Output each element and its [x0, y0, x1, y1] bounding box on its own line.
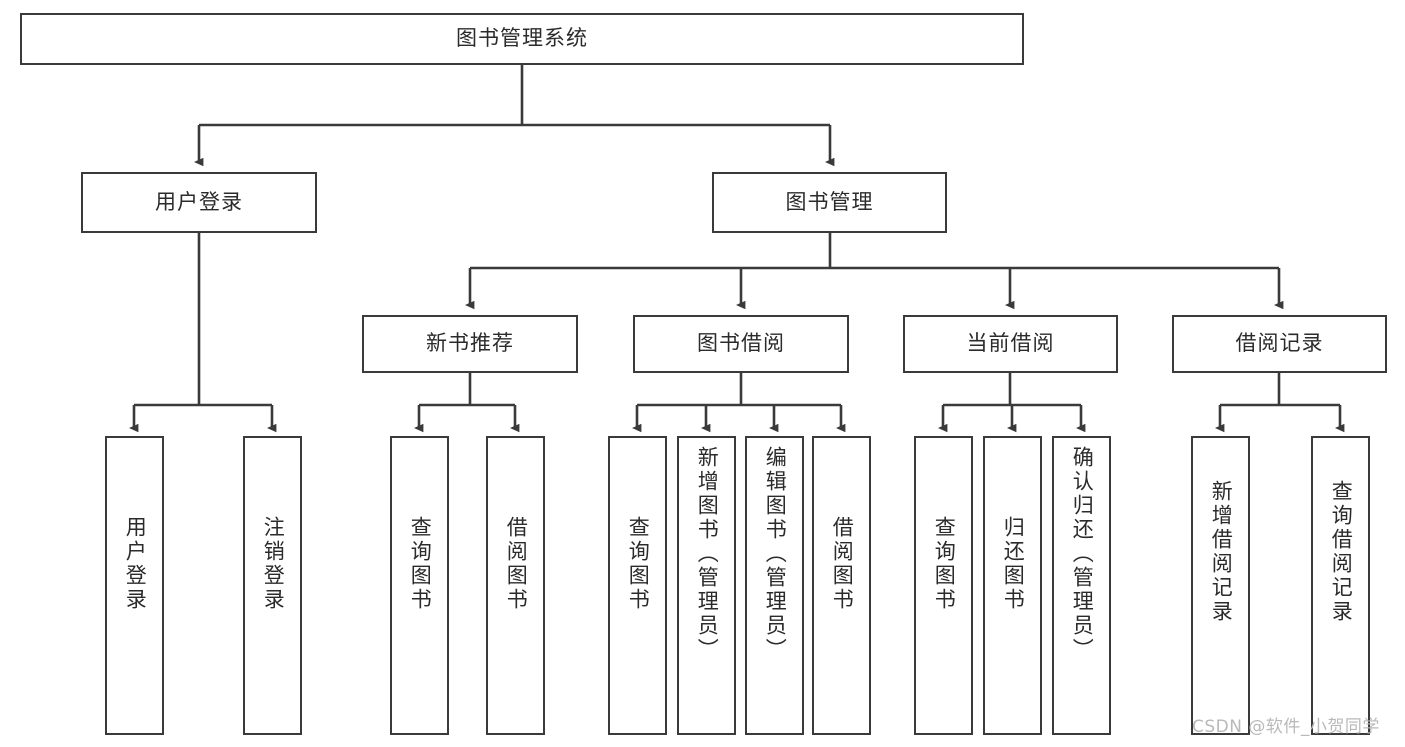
node-user-login[interactable]: 用户登录: [81, 172, 317, 233]
node-leaf-borrow-borrow-book[interactable]: 借阅图书: [812, 436, 871, 735]
node-leaf-record-add-label: 新增借阅记录: [1209, 480, 1234, 624]
node-user-login-label: 用户登录: [155, 189, 243, 214]
node-leaf-user-login-label: 用户登录: [123, 516, 148, 612]
node-leaf-record-query[interactable]: 查询借阅记录: [1311, 436, 1370, 735]
node-leaf-rec-borrow-book[interactable]: 借阅图书: [486, 436, 545, 735]
node-leaf-borrow-borrow-book-label: 借阅图书: [830, 516, 855, 612]
node-new-book-rec[interactable]: 新书推荐: [362, 315, 578, 373]
node-leaf-current-return-book-label: 归还图书: [1001, 516, 1026, 612]
node-leaf-user-logout-label: 注销登录: [261, 516, 286, 612]
node-leaf-borrow-edit-book[interactable]: 编辑图书（管理员）: [745, 436, 804, 735]
node-book-manage[interactable]: 图书管理: [712, 172, 947, 233]
node-leaf-borrow-query-book-label: 查询图书: [626, 516, 651, 612]
node-current-borrow[interactable]: 当前借阅: [903, 315, 1118, 373]
node-leaf-current-query-book-label: 查询图书: [932, 516, 957, 612]
node-leaf-user-login[interactable]: 用户登录: [105, 436, 164, 735]
node-root-label: 图书管理系统: [456, 26, 588, 51]
node-leaf-user-logout[interactable]: 注销登录: [243, 436, 302, 735]
node-book-manage-label: 图书管理: [785, 189, 874, 214]
node-leaf-current-confirm-return-label: 确认归还（管理员）: [1070, 446, 1095, 662]
node-leaf-record-add[interactable]: 新增借阅记录: [1191, 436, 1250, 735]
node-leaf-borrow-query-book[interactable]: 查询图书: [608, 436, 667, 735]
csdn-watermark: CSDN @软件_小贺同学: [1192, 712, 1380, 737]
csdn-watermark-text: CSDN @软件_小贺同学: [1192, 717, 1380, 737]
node-leaf-record-query-label: 查询借阅记录: [1329, 480, 1354, 624]
node-leaf-current-confirm-return[interactable]: 确认归还（管理员）: [1052, 436, 1111, 735]
node-root[interactable]: 图书管理系统: [20, 13, 1024, 65]
node-new-book-rec-label: 新书推荐: [426, 331, 514, 356]
node-borrow-record[interactable]: 借阅记录: [1172, 315, 1387, 373]
node-borrow-record-label: 借阅记录: [1235, 331, 1324, 356]
node-leaf-borrow-add-book[interactable]: 新增图书（管理员）: [677, 436, 736, 735]
node-leaf-current-query-book[interactable]: 查询图书: [914, 436, 973, 735]
node-leaf-rec-query-book[interactable]: 查询图书: [390, 436, 449, 735]
node-book-borrow[interactable]: 图书借阅: [633, 315, 849, 373]
node-leaf-rec-query-book-label: 查询图书: [408, 516, 433, 612]
node-leaf-rec-borrow-book-label: 借阅图书: [504, 516, 529, 612]
node-leaf-borrow-edit-book-label: 编辑图书（管理员）: [763, 446, 788, 662]
node-leaf-current-return-book[interactable]: 归还图书: [983, 436, 1042, 735]
node-current-borrow-label: 当前借阅: [966, 331, 1055, 356]
node-leaf-borrow-add-book-label: 新增图书（管理员）: [695, 446, 720, 662]
node-book-borrow-label: 图书借阅: [697, 331, 785, 356]
